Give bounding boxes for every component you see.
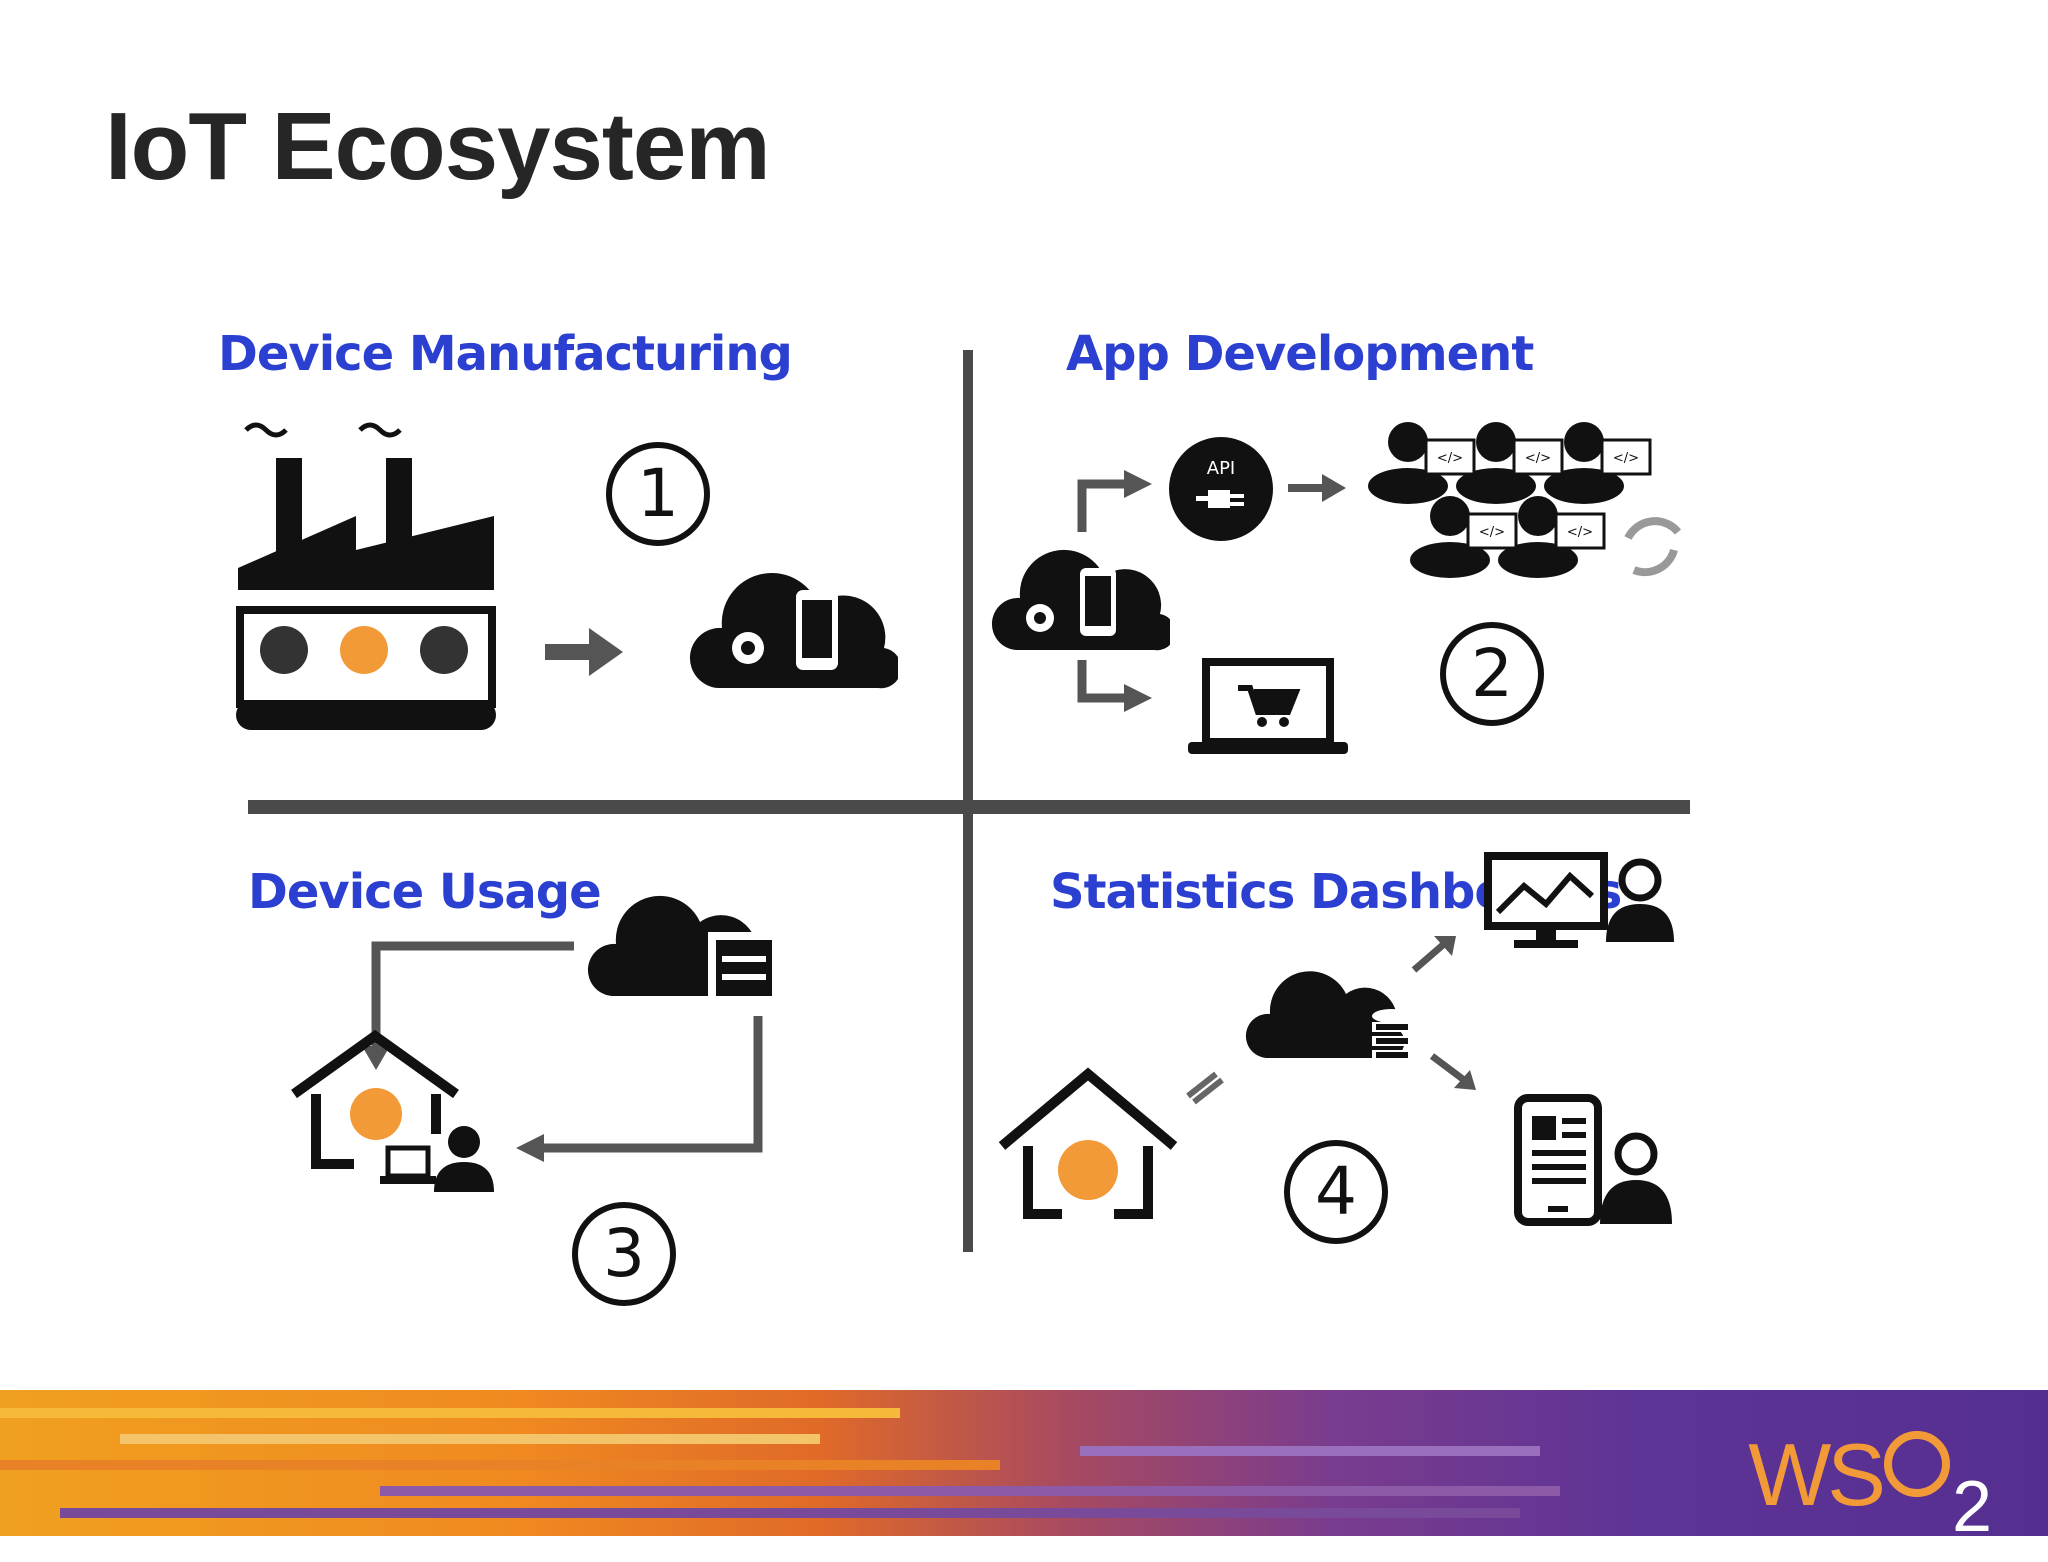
code-badge-2: </>	[1525, 451, 1551, 466]
arrow-up-right-icon	[1077, 470, 1152, 532]
api-plug-icon: API	[1169, 437, 1273, 541]
device-manufacturing-label: Device Manufacturing	[218, 326, 793, 382]
logo-text: WS	[1748, 1425, 1886, 1524]
analyst-user-icon	[1606, 858, 1674, 942]
smart-home-icon	[291, 1030, 459, 1184]
logo-subscript: 2	[1951, 1467, 1992, 1547]
code-badge-1: </>	[1437, 451, 1463, 466]
laptop-cart-icon	[1188, 658, 1348, 754]
step-3-badge: 3	[572, 1202, 676, 1306]
device-usage-label: Device Usage	[248, 864, 602, 920]
api-badge-text: API	[1207, 458, 1235, 479]
mobile-user-icon	[1600, 1132, 1672, 1224]
wso2-logo: WS 2	[1748, 1420, 1992, 1547]
step-4-badge: 4	[1284, 1140, 1388, 1244]
arrow-down-right-diagonal-icon	[1429, 1053, 1476, 1090]
step-2-badge: 2	[1440, 622, 1544, 726]
smart-home-icon-2	[998, 1067, 1178, 1219]
logo-pulse-icon	[1883, 1431, 1950, 1497]
arrow-up-right-diagonal-icon	[1411, 936, 1456, 973]
cloud-database-icon	[1245, 971, 1412, 1060]
horizontal-divider	[248, 800, 1690, 814]
mobile-report-icon	[1514, 1094, 1602, 1226]
code-badge-4: </>	[1479, 525, 1505, 540]
user-icon	[434, 1126, 494, 1192]
arrow-down-right-icon	[1077, 660, 1152, 712]
monitor-dashboard-icon	[1484, 852, 1608, 948]
step-1-badge: 1	[606, 442, 710, 546]
code-badge-5: </>	[1567, 525, 1593, 540]
sync-arrows-icon	[1186, 1071, 1224, 1105]
usage-flow-arrows-icon	[362, 941, 763, 1162]
cloud-device-icon-2	[992, 549, 1170, 651]
code-badge-3: </>	[1613, 451, 1639, 466]
cloud-server-icon	[587, 895, 778, 1002]
arrow-right-small-icon	[1288, 474, 1346, 502]
developers-group-icon: </> </> </> </> </>	[1368, 422, 1682, 578]
app-development-label: App Development	[1066, 326, 1534, 382]
cloud-device-icon	[689, 573, 898, 689]
slide-title: IoT Ecosystem	[105, 93, 771, 200]
arrow-right-icon	[545, 628, 623, 676]
footer-band	[0, 1390, 2048, 1536]
factory-icon	[236, 422, 496, 730]
